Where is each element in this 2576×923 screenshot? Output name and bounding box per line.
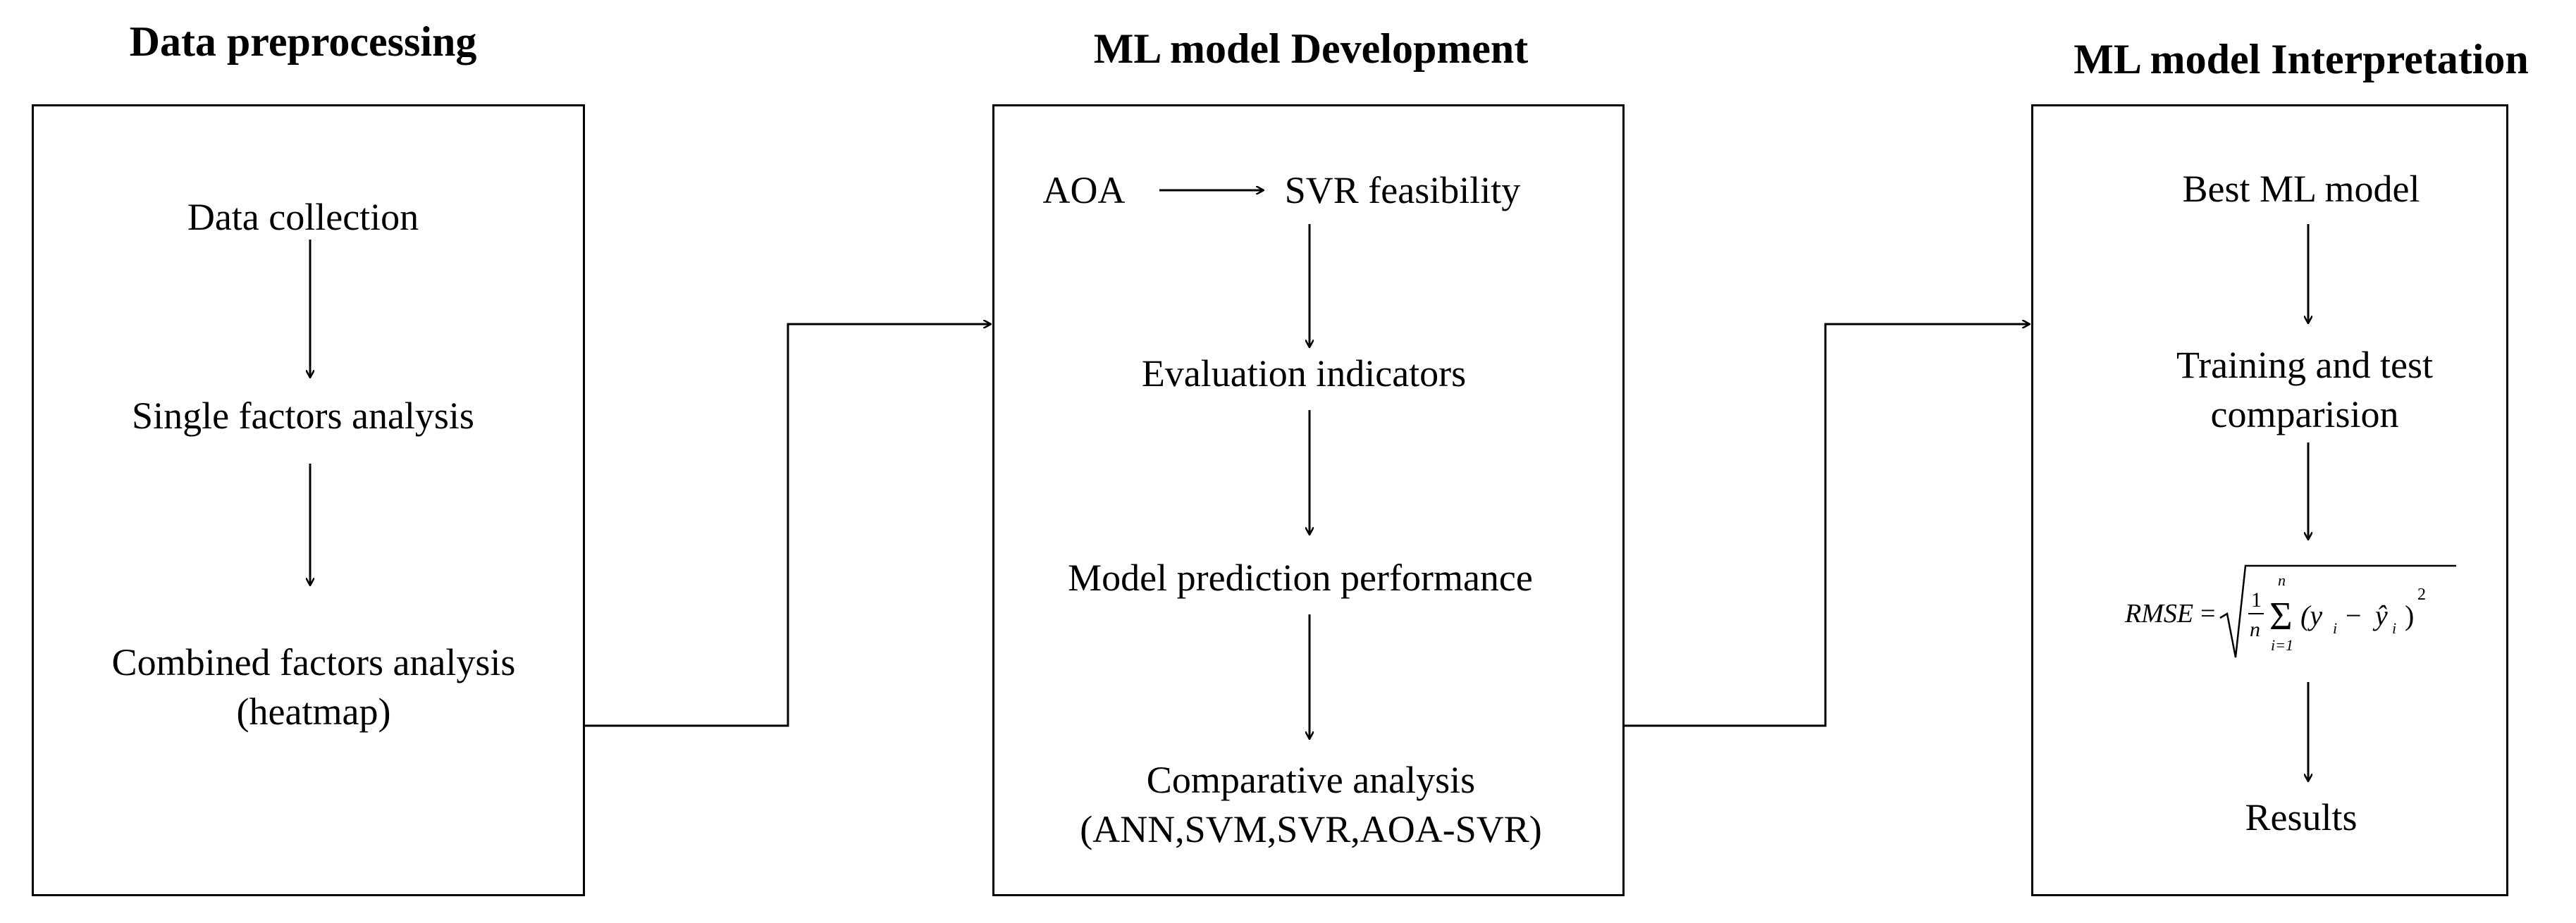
node-comparative-analysis-line2: (ANN,SVM,SVR,AOA-SVR) [1080,808,1542,850]
formula-power: 2 [2417,586,2426,604]
formula-frac-den: n [2250,618,2260,641]
formula-lhs: RMSE [2124,599,2193,628]
section-title-data-preprocessing: Data preprocessing [129,18,477,65]
node-combined-factors: Combined factors analysis (heatmap) [112,638,516,736]
panel-data-preprocessing [32,104,585,896]
formula-sum-top: n [2278,571,2286,589]
node-combined-factors-line2: (heatmap) [236,690,391,733]
formula-sub-i2: i [2392,619,2396,637]
node-best-ml-model: Best ML model [2183,164,2420,213]
node-aoa: AOA [1043,166,1126,215]
formula-sum-bottom: i=1 [2271,636,2293,654]
node-results-label: Results [2245,795,2358,838]
formula-close: ) [2405,600,2414,631]
node-training-test: Training and test comparision [2176,340,2433,439]
formula-eq: = [2200,599,2215,628]
section-title-ml-interpretation: ML model Interpretation [2073,36,2529,82]
formula-frac-num: 1 [2251,588,2262,612]
node-svr-feasibility: SVR feasibility [1285,166,1521,215]
formula-sigma: Σ [2269,595,2293,638]
node-svr-feasibility-label: SVR feasibility [1284,168,1521,211]
node-comparative-analysis: Comparative analysis (ANN,SVM,SVR,AOA-SV… [1080,755,1542,854]
node-best-ml-model-label: Best ML model [2182,167,2420,210]
node-results: Results [2245,793,2357,842]
node-model-prediction-label: Model prediction performance [1068,556,1533,599]
arrow-panel1-to-panel2 [585,324,990,727]
node-combined-factors-line1: Combined factors analysis [111,640,516,683]
node-evaluation-indicators: Evaluation indicators [1142,349,1466,398]
node-comparative-analysis-line1: Comparative analysis [1146,758,1476,801]
arrow-panel2-to-panel3 [1625,324,2029,727]
section-title-ml-development: ML model Development [1093,25,1529,72]
formula-sub-i: i [2333,619,2337,637]
formula-yhat: ŷ [2372,600,2388,631]
formula-minus: − [2346,600,2362,631]
node-model-prediction: Model prediction performance [1068,553,1533,602]
node-data-collection-label: Data collection [187,195,419,238]
formula-body: (y [2300,600,2322,631]
node-training-test-line1: Training and test [2176,343,2433,386]
node-rmse-formula: RMSE = 1 n n Σ i=1 (y i − ŷ i ) 2 [2124,564,2456,658]
node-single-factors-label: Single factors analysis [132,394,474,437]
panel-ml-development [992,104,1625,896]
node-evaluation-indicators-label: Evaluation indicators [1141,352,1467,395]
node-aoa-label: AOA [1042,168,1126,211]
node-single-factors: Single factors analysis [132,391,474,440]
node-training-test-line2: comparision [2210,393,2399,435]
panel-ml-interpretation [2031,104,2508,896]
node-data-collection: Data collection [187,192,419,242]
